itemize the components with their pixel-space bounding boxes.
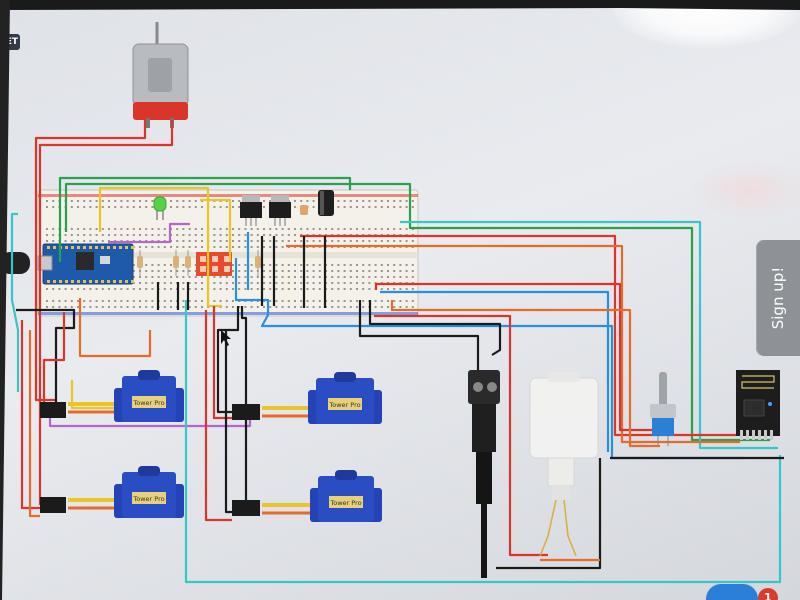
power-jack-left[interactable] (0, 252, 30, 274)
servo-brand-label: Tower Pro (328, 401, 360, 409)
dc-motor[interactable] (132, 22, 189, 128)
servo-motor-1[interactable]: Tower Pro (114, 370, 184, 422)
voltage-regulator-1[interactable] (240, 195, 262, 226)
toggle-switch[interactable] (650, 372, 676, 446)
arduino-nano[interactable] (37, 243, 134, 285)
resistors (137, 250, 261, 276)
servo-brand-label: Tower Pro (329, 499, 361, 507)
esp8266-module[interactable] (736, 370, 780, 440)
capacitor[interactable] (318, 190, 334, 216)
servo-brand-label: Tower Pro (132, 495, 164, 503)
green-led[interactable] (153, 196, 167, 220)
wires[interactable] (10, 120, 784, 584)
solenoid-valve[interactable] (529, 372, 599, 557)
servo-brand-label: Tower Pro (132, 399, 164, 407)
mouse-cursor-icon (221, 330, 231, 346)
servo-motor-3[interactable]: Tower Pro (114, 466, 184, 518)
servo-motor-4[interactable]: Tower Pro (310, 470, 382, 522)
sign-up-label: Sign up! (769, 266, 787, 330)
servo-connectors (40, 402, 260, 516)
servo-motor-2[interactable]: Tower Pro (308, 372, 382, 424)
corner-badge[interactable]: ET (0, 34, 20, 50)
dc-power-jack[interactable] (468, 370, 500, 578)
chat-bubble-icon[interactable] (706, 584, 758, 600)
resistor-array[interactable] (196, 252, 232, 276)
screen-glare-secondary (690, 160, 800, 220)
sign-up-button[interactable]: Sign up! (756, 240, 800, 356)
small-transistor[interactable] (300, 205, 308, 215)
notification-badge: 1 (758, 588, 778, 600)
voltage-regulator-2[interactable] (269, 195, 291, 226)
